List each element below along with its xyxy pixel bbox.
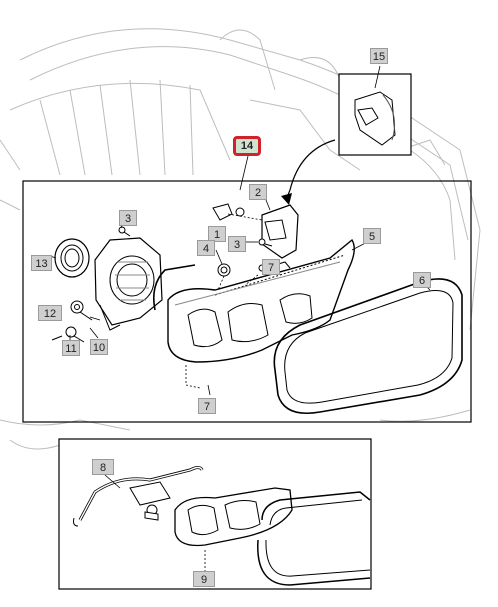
frame-wire [152,264,196,311]
grille-surround [273,278,463,414]
callout-6[interactable]: 6 [413,272,431,288]
part-2-lamp [212,203,299,259]
main-frame [22,180,472,423]
callout-8[interactable]: 10 [90,339,108,355]
callout-3a[interactable]: 3 [119,210,137,226]
callout-12[interactable]: 8 [92,459,114,475]
callout-4[interactable]: 4 [197,240,215,256]
callout-2[interactable]: 2 [249,184,267,200]
leader-14 [239,155,249,191]
callout-5[interactable]: 5 [363,228,381,244]
callout-7a[interactable]: 7 [262,259,280,275]
callout-14-highlighted[interactable]: 14 [233,136,261,156]
callout-15[interactable]: 15 [370,48,388,64]
fog-lamp-housing [94,237,163,331]
callout-1[interactable]: 1 [208,226,226,242]
inset-15-panel [338,65,412,156]
callout-10[interactable]: 12 [38,305,62,321]
callout-7b[interactable]: 7 [198,398,216,414]
background-vehicle-sketch [0,28,481,450]
part-11-ring [54,238,90,278]
leader-dashes [185,213,263,389]
inset-arrow [285,139,336,201]
grille [167,238,355,363]
part-10-fasteners [51,300,93,343]
callout-13[interactable]: 9 [193,571,215,587]
callout-9[interactable]: 11 [62,340,80,356]
small-fasteners [118,226,291,277]
callout-3b[interactable]: 3 [228,236,246,252]
callout-11[interactable]: 13 [31,255,52,271]
